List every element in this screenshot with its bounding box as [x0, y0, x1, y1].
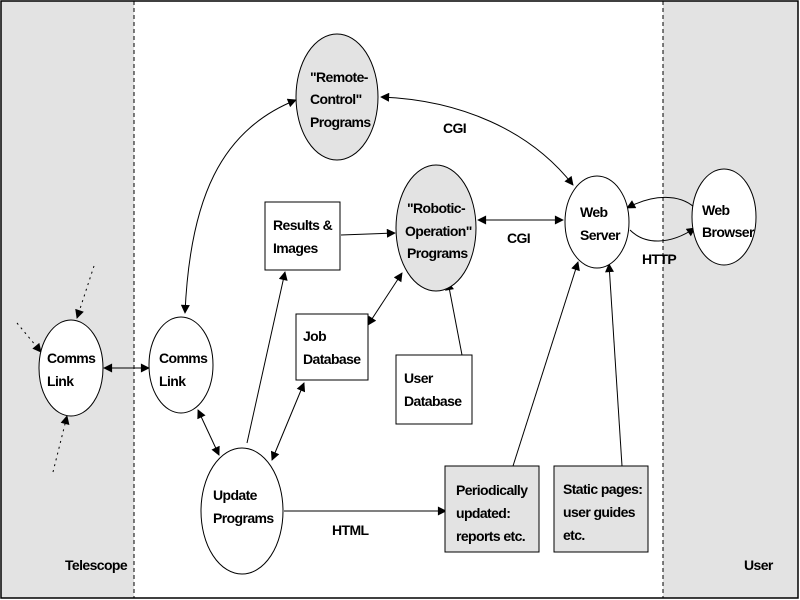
edge-dotted-incoming-bottom	[52, 415, 70, 473]
node-remote-control-shape	[295, 33, 379, 161]
node-web-browser-line-1: Web	[702, 202, 730, 218]
edge-label-html: HTML	[332, 522, 370, 538]
node-static-pages-line-2: user guides	[563, 504, 636, 520]
node-update-programs-line-1: Update	[213, 487, 258, 503]
user-zone-label: User	[744, 557, 774, 573]
node-periodic-pages-shape	[444, 465, 540, 553]
node-results-images-line-1: Results &	[273, 217, 333, 233]
edge-label-http: HTTP	[642, 251, 676, 267]
edge-label-cgi-remote: CGI	[443, 120, 466, 136]
edge-update-job-database	[270, 382, 306, 461]
node-web-browser[interactable]: Web Browser	[691, 168, 757, 266]
node-comms-link-telescope-line-1: Comms	[47, 350, 96, 366]
node-remote-control-line-3: Programs	[310, 114, 371, 130]
node-results-images[interactable]: Results & Images	[264, 201, 341, 271]
edge-comms-link-remote-control	[180, 98, 297, 314]
edge-browser-to-web-server	[626, 196, 695, 209]
edge-static-web-server	[605, 263, 623, 467]
edge-update-results-images	[246, 271, 288, 444]
node-web-server-shape	[564, 175, 630, 269]
node-comms-link-server-line-2: Link	[159, 373, 186, 389]
node-robotic-operation-line-2: Operation"	[405, 223, 472, 239]
node-remote-control-line-1: "Remote-	[310, 69, 369, 85]
edge-user-database-robotic	[445, 281, 463, 356]
edge-label-cgi-robotic: CGI	[507, 230, 530, 246]
node-robotic-operation-shape	[395, 164, 477, 292]
node-results-images-shape	[264, 201, 341, 271]
node-static-pages-shape	[553, 465, 649, 553]
edge-web-server-to-browser	[629, 227, 696, 242]
node-periodic-pages-line-1: Periodically	[456, 482, 528, 498]
node-static-pages-line-1: Static pages:	[563, 481, 642, 497]
node-update-programs[interactable]: Update Programs	[200, 447, 284, 575]
node-robotic-operation[interactable]: "Robotic- Operation" Programs	[395, 164, 477, 292]
node-job-database-shape	[295, 313, 369, 381]
node-job-database-line-2: Database	[303, 351, 361, 367]
edge-periodic-web-server	[512, 261, 580, 467]
node-web-server[interactable]: Web Server	[564, 175, 630, 269]
node-robotic-operation-line-3: Programs	[407, 245, 468, 261]
node-job-database[interactable]: Job Database	[295, 313, 369, 381]
telescope-zone	[1, 1, 134, 598]
node-web-server-line-2: Server	[580, 227, 621, 243]
edge-comms-link-update-programs-line	[197, 409, 220, 456]
node-comms-link-server-line-1: Comms	[159, 350, 208, 366]
node-periodic-pages[interactable]: Periodically updated: reports etc.	[444, 465, 540, 553]
node-user-database-line-1: User	[404, 370, 434, 386]
node-web-browser-shape	[691, 168, 757, 266]
edge-job-database-robotic	[367, 272, 403, 326]
edges	[16, 92, 696, 516]
edge-results-robotic	[340, 228, 396, 238]
node-comms-link-server-shape	[148, 316, 214, 414]
node-user-database-line-2: Database	[404, 393, 462, 409]
node-static-pages[interactable]: Static pages: user guides etc.	[553, 465, 649, 553]
edge-dotted-incoming-left	[16, 322, 42, 353]
node-job-database-line-1: Job	[303, 328, 326, 344]
node-remote-control[interactable]: "Remote- Control" Programs	[295, 33, 379, 161]
node-results-images-line-2: Images	[273, 240, 318, 256]
node-periodic-pages-line-3: reports etc.	[456, 528, 525, 544]
node-user-database[interactable]: User Database	[395, 354, 473, 425]
node-comms-link-telescope-line-2: Link	[47, 373, 74, 389]
node-remote-control-line-2: Control"	[310, 91, 362, 107]
edge-remote-control-web-server	[380, 92, 574, 186]
node-update-programs-line-2: Programs	[213, 510, 274, 526]
telescope-zone-label: Telescope	[65, 557, 128, 573]
node-web-server-line-1: Web	[580, 204, 608, 220]
node-periodic-pages-line-2: updated:	[456, 505, 510, 521]
node-comms-link-server[interactable]: Comms Link	[148, 316, 214, 414]
node-update-programs-shape	[200, 447, 284, 575]
user-zone	[663, 1, 798, 598]
node-static-pages-line-3: etc.	[563, 527, 585, 543]
node-comms-link-telescope[interactable]: Comms Link	[38, 319, 104, 417]
node-web-browser-line-2: Browser	[702, 224, 755, 240]
node-robotic-operation-line-1: "Robotic-	[407, 200, 466, 216]
node-user-database-shape	[395, 354, 473, 425]
node-comms-link-telescope-shape	[38, 319, 104, 417]
